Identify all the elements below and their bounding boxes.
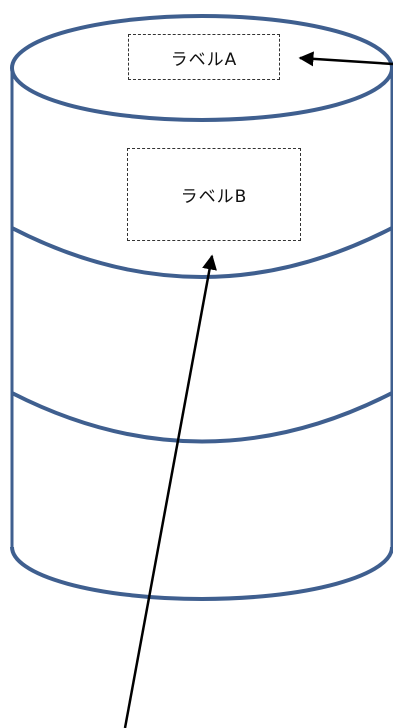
- arrow-to-label-a: [298, 51, 393, 67]
- arrow-to-label-b: [123, 254, 217, 728]
- label-a-text: ラベルA: [170, 49, 238, 70]
- cylinder-segment-divider-1: [11, 226, 393, 279]
- cylinder-segment-divider-2: [11, 391, 393, 444]
- label-a-box: ラベルA: [128, 34, 280, 80]
- label-b-text: ラベルB: [180, 187, 248, 207]
- label-b-box: ラベルB: [127, 148, 301, 241]
- cylinder-bottom-edge: [10, 546, 393, 601]
